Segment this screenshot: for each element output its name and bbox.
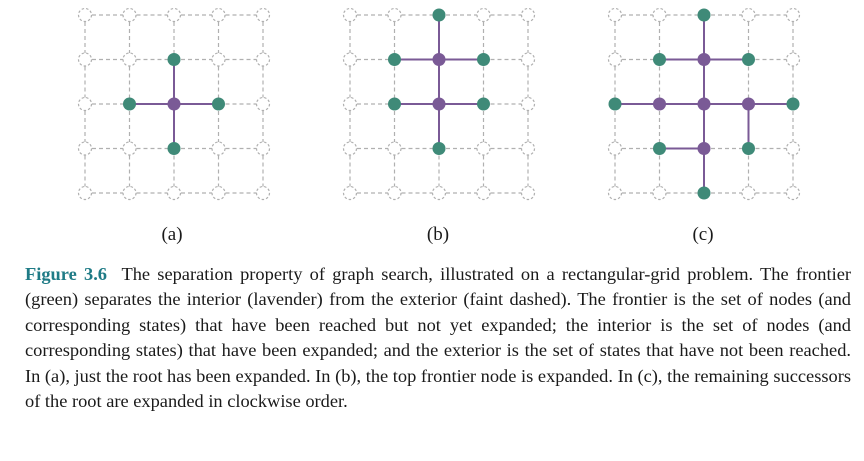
exterior-node <box>387 7 402 23</box>
subcaption-b: (b) <box>426 224 450 245</box>
exterior-node <box>785 52 801 67</box>
frontier-node <box>477 53 490 66</box>
frontier-node <box>212 97 225 111</box>
exterior-node <box>77 96 93 112</box>
exterior-node <box>741 7 756 23</box>
exterior-node <box>785 185 801 201</box>
exterior-node <box>255 7 271 23</box>
figure-panels <box>77 7 801 201</box>
frontier-node <box>742 53 755 66</box>
interior-node <box>432 97 446 111</box>
exterior-node <box>255 52 271 67</box>
figure-label: Figure 3.6 <box>25 264 107 284</box>
exterior-node <box>122 185 137 201</box>
exterior-node <box>122 7 137 23</box>
exterior-node <box>166 185 182 201</box>
exterior-node <box>211 52 226 67</box>
exterior-node <box>342 7 358 23</box>
grid-panel-b <box>342 7 536 201</box>
exterior-node <box>255 96 271 112</box>
exterior-node <box>211 185 226 201</box>
exterior-node <box>607 185 623 201</box>
exterior-node <box>607 52 623 67</box>
frontier-node <box>608 97 622 111</box>
interior-node <box>653 97 666 111</box>
exterior-node <box>520 96 536 112</box>
exterior-node <box>77 7 93 23</box>
frontier-node <box>432 8 446 22</box>
exterior-node <box>785 7 801 23</box>
exterior-node <box>77 52 93 67</box>
exterior-node <box>652 185 667 201</box>
subcaption-c: (c) <box>692 224 714 245</box>
caption-text: The separation property of graph search,… <box>25 264 851 412</box>
exterior-node <box>166 7 182 23</box>
interior-node <box>432 53 446 66</box>
frontier-node <box>167 142 181 155</box>
frontier-node <box>388 97 401 111</box>
exterior-node <box>77 141 93 156</box>
exterior-node <box>387 141 402 156</box>
grid-panel-a <box>77 7 271 201</box>
figure-caption: Figure 3.6 The separation property of gr… <box>25 262 851 414</box>
subcaption-a: (a) <box>161 224 183 245</box>
exterior-node <box>476 185 491 201</box>
interior-node <box>697 97 711 111</box>
frontier-node <box>477 97 490 111</box>
exterior-node <box>520 185 536 201</box>
frontier-node <box>742 142 755 155</box>
exterior-node <box>741 185 756 201</box>
exterior-node <box>785 141 801 156</box>
interior-node <box>697 53 711 66</box>
exterior-node <box>476 7 491 23</box>
exterior-node <box>255 141 271 156</box>
exterior-node <box>342 185 358 201</box>
frontier-node <box>167 53 181 66</box>
exterior-node <box>520 7 536 23</box>
exterior-node <box>342 141 358 156</box>
interior-node <box>167 97 181 111</box>
frontier-node <box>697 186 711 200</box>
grid-panel-c <box>607 7 801 201</box>
exterior-node <box>652 7 667 23</box>
interior-node <box>697 142 711 155</box>
exterior-node <box>255 185 271 201</box>
exterior-node <box>520 52 536 67</box>
exterior-node <box>431 185 447 201</box>
frontier-node <box>123 97 136 111</box>
exterior-node <box>607 7 623 23</box>
exterior-node <box>387 185 402 201</box>
interior-node <box>742 97 755 111</box>
exterior-node <box>476 141 491 156</box>
exterior-node <box>77 185 93 201</box>
frontier-node <box>653 142 666 155</box>
exterior-node <box>211 7 226 23</box>
exterior-node <box>342 52 358 67</box>
exterior-node <box>520 141 536 156</box>
exterior-node <box>122 52 137 67</box>
frontier-node <box>432 142 446 155</box>
frontier-node <box>653 53 666 66</box>
exterior-node <box>342 96 358 112</box>
exterior-node <box>607 141 623 156</box>
frontier-node <box>697 8 711 22</box>
exterior-node <box>211 141 226 156</box>
frontier-node <box>388 53 401 66</box>
exterior-node <box>122 141 137 156</box>
frontier-node <box>786 97 800 111</box>
